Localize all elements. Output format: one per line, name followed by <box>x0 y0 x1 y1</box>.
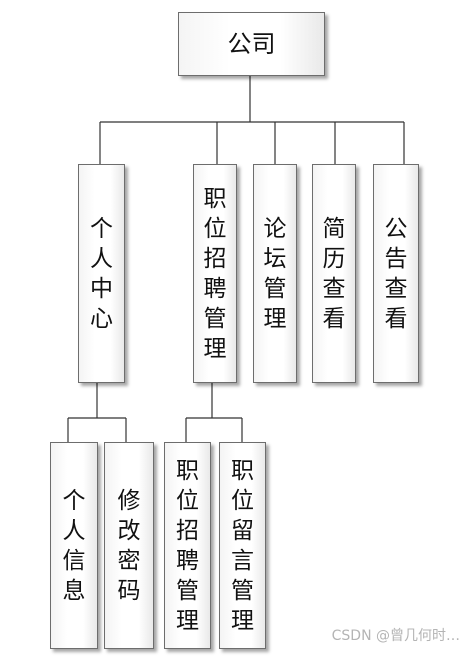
node-company: 公司 <box>178 12 325 76</box>
node-personal-center: 个人中心 <box>78 164 125 383</box>
node-company-label: 公司 <box>227 30 276 58</box>
node-forum-management: 论坛管理 <box>253 164 297 383</box>
watermark: CSDN @曾几何时… <box>331 628 460 644</box>
node-change-password: 修改密码 <box>104 442 154 649</box>
node-personal-info-label: 个人信息 <box>62 487 86 604</box>
node-job-message-management-label: 职位留言管理 <box>231 457 254 634</box>
node-job-recruitment-management-label: 职位招聘管理 <box>203 185 227 362</box>
node-personal-info: 个人信息 <box>50 442 98 649</box>
node-announcement-view-label: 公告查看 <box>384 215 408 332</box>
node-personal-center-label: 个人中心 <box>90 215 113 332</box>
node-resume-view-label: 简历查看 <box>322 215 346 332</box>
node-forum-management-label: 论坛管理 <box>263 215 287 332</box>
node-job-message-management: 职位留言管理 <box>219 442 266 649</box>
node-resume-view: 简历查看 <box>312 164 356 383</box>
node-sub-job-recruitment-management-label: 职位招聘管理 <box>176 457 199 634</box>
node-announcement-view: 公告查看 <box>373 164 419 383</box>
node-job-recruitment-management: 职位招聘管理 <box>193 164 237 383</box>
node-change-password-label: 修改密码 <box>117 487 141 604</box>
node-sub-job-recruitment-management: 职位招聘管理 <box>164 442 211 649</box>
